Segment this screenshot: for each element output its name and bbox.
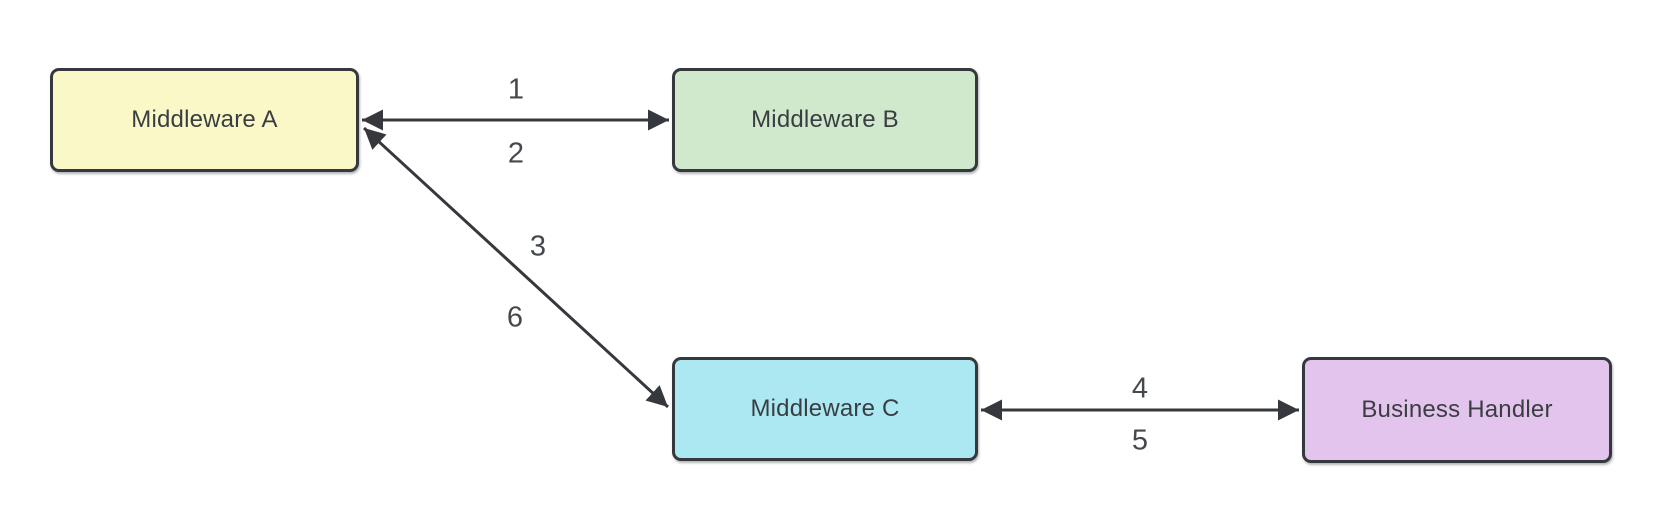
node-middleware-c: Middleware C bbox=[672, 357, 978, 461]
node-business-handler-label: Business Handler bbox=[1361, 396, 1553, 423]
edge-c-handler-label-5: 5 bbox=[1131, 424, 1149, 457]
node-middleware-b: Middleware B bbox=[672, 68, 978, 172]
node-middleware-a: Middleware A bbox=[50, 68, 359, 172]
edge-a-b-label-2: 2 bbox=[507, 137, 525, 170]
node-business-handler: Business Handler bbox=[1302, 357, 1612, 463]
node-middleware-c-label: Middleware C bbox=[750, 395, 900, 422]
edge-a-c-label-6: 6 bbox=[506, 301, 524, 334]
edge-a-b-label-1: 1 bbox=[507, 73, 525, 106]
node-middleware-b-label: Middleware B bbox=[751, 106, 899, 133]
edge-a-c-line bbox=[362, 126, 670, 409]
edge-c-handler-label-4: 4 bbox=[1131, 372, 1149, 405]
edge-a-c-label-3: 3 bbox=[529, 230, 547, 263]
node-middleware-a-label: Middleware A bbox=[131, 106, 278, 133]
